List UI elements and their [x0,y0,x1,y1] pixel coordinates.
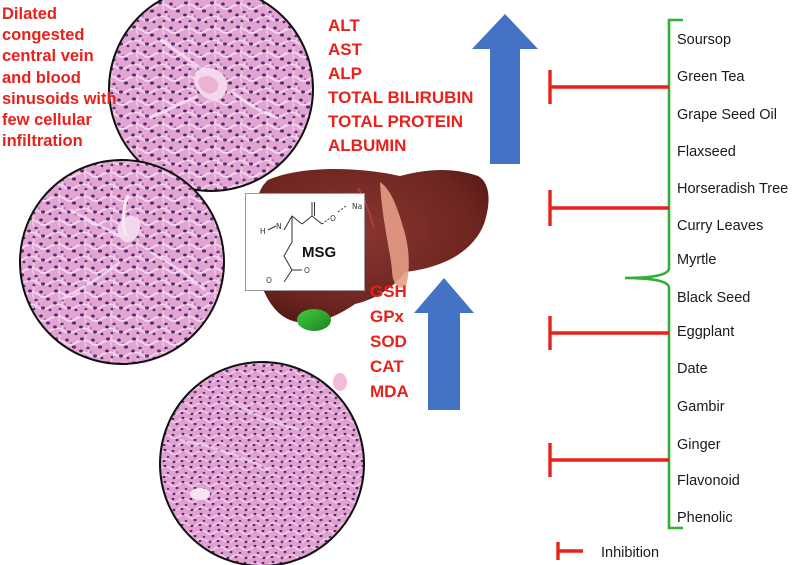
histology-slide-top [108,0,314,192]
atom-h: H [260,227,266,236]
decrease-arrow-lower [414,278,474,410]
msg-label: MSG [302,244,337,261]
inhibition-icon [556,542,583,560]
remedy-green-tea: Green Tea [677,69,745,85]
marker-alp: ALP [328,64,362,83]
msg-skeleton-icon [267,202,347,283]
atom-na: Na [352,202,363,211]
remedy-black-seed: Black Seed [677,290,751,306]
inhibition-line-1 [548,70,669,104]
remedy-gambir: Gambir [677,399,725,415]
remedies-brace [624,18,683,530]
marker-gsh: GSH [370,282,407,301]
inhibition-line-4 [548,443,669,477]
legend-inhibition-label: Inhibition [601,545,660,561]
remedy-date: Date [677,361,708,377]
remedy-horseradish-tree: Horseradish Tree [677,181,789,197]
atom-o-neg: O [266,276,272,285]
marker-total-protein: TOTAL PROTEIN [328,112,464,131]
inhibition-line-3 [548,316,669,350]
increase-arrow-upper [472,14,538,164]
remedy-soursop: Soursop [677,32,732,48]
marker-sod: SOD [370,332,407,351]
remedy-phenolic: Phenolic [677,510,733,526]
atom-n: N [276,222,282,231]
remedy-myrtle: Myrtle [677,252,717,268]
remedy-flavonoid: Flavonoid [677,473,740,489]
histology-slide-bottom [159,361,365,565]
histology-note: Dilated congested central vein and blood… [2,5,117,151]
marker-mda: MDA [370,382,409,401]
atom-o: O [330,214,336,223]
marker-total-bilirubin: TOTAL BILIRUBIN [328,88,474,107]
marker-albumin: ALBUMIN [328,136,407,155]
marker-alt: ALT [328,16,360,35]
msg-structure: Na H N O O O MSG [245,193,365,291]
atom-o-bottom: O [304,266,310,275]
remedy-ginger: Ginger [677,437,721,453]
remedy-eggplant: Eggplant [677,324,735,340]
marker-gpx: GPx [370,307,405,326]
gallbladder-icon [297,309,331,331]
remedy-curry-leaves: Curry Leaves [677,218,764,234]
marker-ast: AST [328,40,362,59]
remedy-grape-seed-oil: Grape Seed Oil [677,107,777,123]
histology-slide-middle [19,159,225,365]
remedy-flaxseed: Flaxseed [677,144,736,160]
marker-cat: CAT [370,357,404,376]
inhibition-line-2 [548,190,669,226]
